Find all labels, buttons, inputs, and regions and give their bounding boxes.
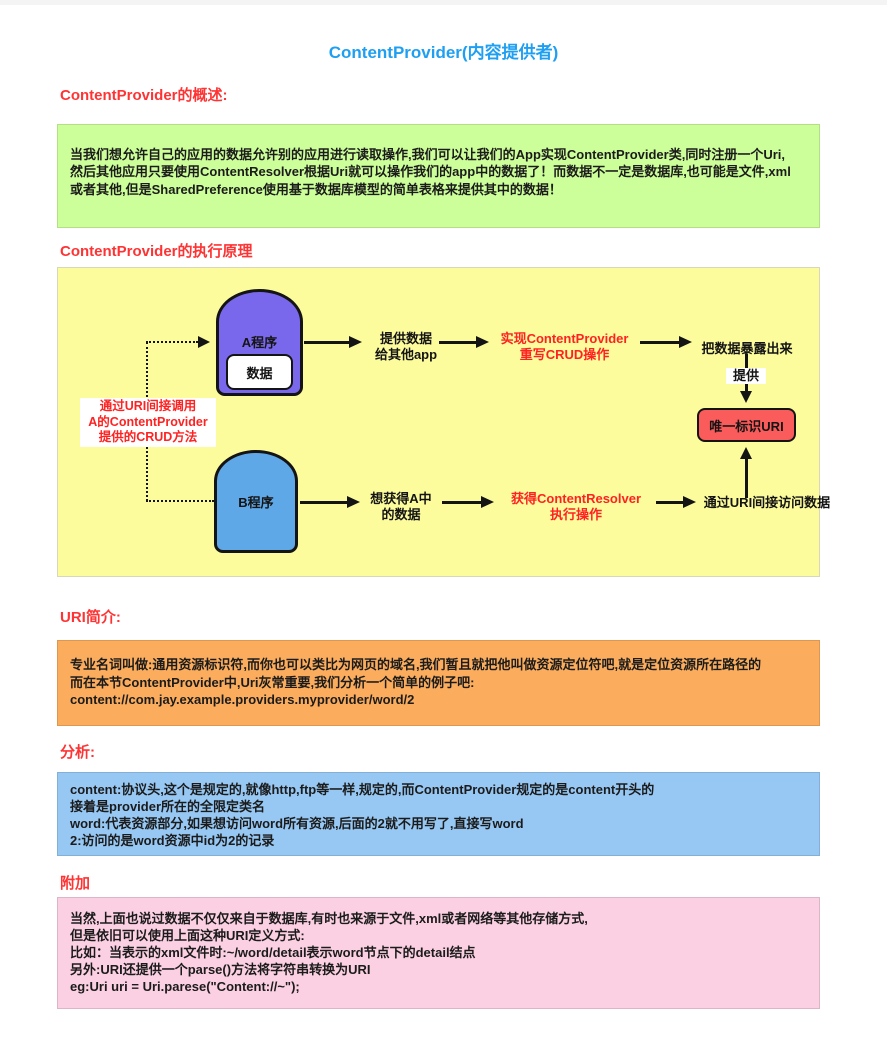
dotted-connector-bottom [146,500,214,502]
uri-id-box: 唯一标识URI [697,408,796,442]
section-heading-uri: URI简介: [60,609,121,626]
arrow-resolver-to-access [656,496,696,508]
label-expose-data: 把数据暴露出来 [701,341,793,356]
text-line: 专业名词叫做:通用资源标识符,而你也可以类比为网页的域名,我们暂且就把他叫做资源… [70,657,762,672]
arrow-a-to-provide [304,336,362,348]
label-implement-contentprovider: 实现ContentProvider 重写CRUD操作 [500,331,629,362]
overview-box: 当我们想允许自己的应用的数据允许别的应用进行读取操作,我们可以让我们的App实现… [57,124,820,228]
label-provide-data: 提供数据 给其他app [374,331,438,362]
text-line: 或者其他,但是SharedPreference使用基于数据库模型的简单表格来提供… [70,181,562,197]
note-via-uri: 通过URI间接调用 A的ContentProvider 提供的CRUD方法 [80,398,216,447]
text-line: 当我们想允许自己的应用的数据允许别的应用进行读取操作,我们可以让我们的App实现… [70,147,786,162]
text-line: 接着是provider所在的全限定类名 [70,799,266,814]
node-a-data-box: 数据 [226,354,293,390]
arrow-access-to-uri [740,447,752,498]
arrow-implement-to-expose [640,336,692,348]
text-line: word:代表资源部分,如果想访问word所有资源,后面的2就不用写了,直接写w… [70,816,524,831]
extra-box: 当然,上面也说过数据不仅仅来自于数据库,有时也来源于文件,xml或者网络等其他存… [57,897,820,1009]
node-b-program: B程序 [214,450,298,553]
label-provide: 提供 [726,368,766,384]
label-access-via-uri: 通过URI间接访问数据 [703,495,831,510]
arrow-b-to-want [300,496,360,508]
text-line: 然后其他应用只要使用ContentResolver根据Uri就可以操作我们的ap… [70,164,791,180]
section-heading-analysis: 分析: [60,744,95,761]
text-line: eg:Uri uri = Uri.parese("Content://~"); [70,979,300,994]
node-a-program: A程序 数据 [216,289,303,396]
node-a-label: A程序 [241,335,278,350]
section-heading-extra: 附加 [60,875,91,892]
arrow-want-to-resolver [442,496,494,508]
text-line: 2:访问的是word资源中id为2的记录 [70,833,275,848]
analysis-box: content:协议头,这个是规定的,就像http,ftp等一样,规定的,而Co… [57,772,820,856]
text-line: content://com.jay.example.providers.mypr… [70,692,415,707]
dotted-arrowhead-icon [198,336,210,348]
uri-intro-box: 专业名词叫做:通用资源标识符,而你也可以类比为网页的域名,我们暂且就把他叫做资源… [57,640,820,726]
arrow-provide-to-implement [439,336,489,348]
text-line: 但是依旧可以使用上面这种URI定义方式: [70,928,305,943]
node-b-label: B程序 [238,495,274,510]
text-line: 比如：当表示的xml文件时:~/word/detail表示word节点下的det… [70,945,476,960]
text-line: content:协议头,这个是规定的,就像http,ftp等一样,规定的,而Co… [70,782,655,797]
text-line: 当然,上面也说过数据不仅仅来自于数据库,有时也来源于文件,xml或者网络等其他存… [70,911,588,926]
page-edge-strip [0,0,887,5]
diagram-box: 通过URI间接调用 A的ContentProvider 提供的CRUD方法 A程… [57,267,830,577]
label-get-resolver: 获得ContentResolver 执行操作 [510,491,642,522]
text-line: 另外:URI还提供一个parse()方法将字符串转换为URI [70,962,371,977]
section-heading-overview: ContentProvider的概述: [60,87,228,104]
text-line: 而在本节ContentProvider中,Uri灰常重要,我们分析一个简单的例子… [70,674,475,690]
page-title: ContentProvider(内容提供者) [328,43,559,62]
label-want-data: 想获得A中 的数据 [370,491,432,522]
dotted-connector-top [146,341,198,343]
section-heading-principle: ContentProvider的执行原理 [60,243,253,260]
